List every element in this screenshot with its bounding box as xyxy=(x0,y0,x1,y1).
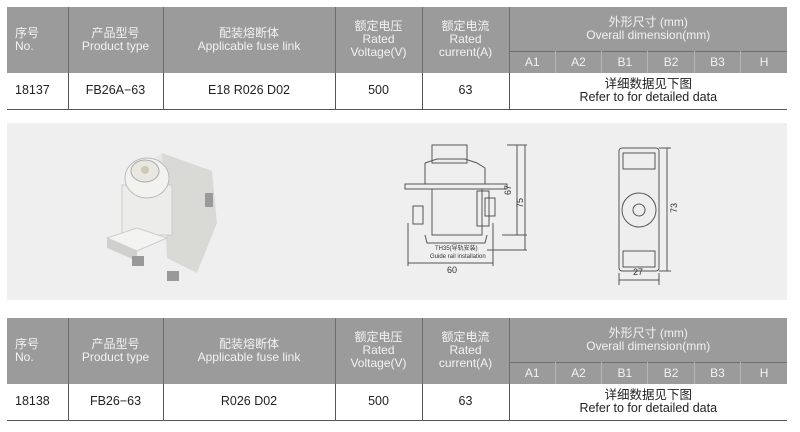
dim-75-label: 75 xyxy=(515,198,525,208)
cell-fuse: R026 D02 xyxy=(163,383,336,421)
header-b3: B3 xyxy=(694,50,742,73)
side-view-drawing xyxy=(404,144,527,266)
rail-label-en: Guide rail installation xyxy=(430,254,486,260)
cell-voltage: 500 xyxy=(335,72,423,110)
rail-label-cn: TH35(导轨安装) xyxy=(435,244,478,252)
cell-type: FB26−63 xyxy=(68,383,164,421)
header-dimension: 外形尺寸 (mm)Overall dimension(mm) xyxy=(509,7,787,51)
product-photo xyxy=(105,153,217,281)
header-b3: B3 xyxy=(694,361,742,384)
cell-no: 18138 xyxy=(7,383,69,421)
header-b2: B2 xyxy=(647,361,695,384)
header-b1: B1 xyxy=(601,50,649,73)
cell-fuse: E18 R026 D02 xyxy=(163,72,336,110)
dim-60-label: 60 xyxy=(447,265,457,275)
dim-27-label: 27 xyxy=(633,267,643,277)
front-view-drawing xyxy=(618,147,671,285)
cell-voltage: 500 xyxy=(335,383,423,421)
header-a2: A2 xyxy=(555,50,603,73)
header-b1: B1 xyxy=(601,361,649,384)
header-a2: A2 xyxy=(555,361,603,384)
dim-73-label: 73 xyxy=(669,203,679,213)
header-h: H xyxy=(740,361,787,384)
header-a1: A1 xyxy=(509,361,556,384)
cell-type: FB26A−63 xyxy=(68,72,164,110)
product-panel: 67 75 60 TH35(导轨安装) Guide rail installat… xyxy=(7,123,787,300)
cell-no: 18137 xyxy=(7,72,69,110)
header-dimension: 外形尺寸 (mm)Overall dimension(mm) xyxy=(509,318,787,362)
header-h: H xyxy=(740,50,787,73)
cell-current: 63 xyxy=(422,72,510,110)
product-illustrations: 67 75 60 TH35(导轨安装) Guide rail installat… xyxy=(105,144,679,285)
dim-67-label: 67 xyxy=(503,185,513,195)
cell-current: 63 xyxy=(422,383,510,421)
table-row: 18137 FB26A−63 E18 R026 D02 500 63 详细数据见… xyxy=(7,72,787,110)
header-a1: A1 xyxy=(509,50,556,73)
header-b2: B2 xyxy=(647,50,695,73)
